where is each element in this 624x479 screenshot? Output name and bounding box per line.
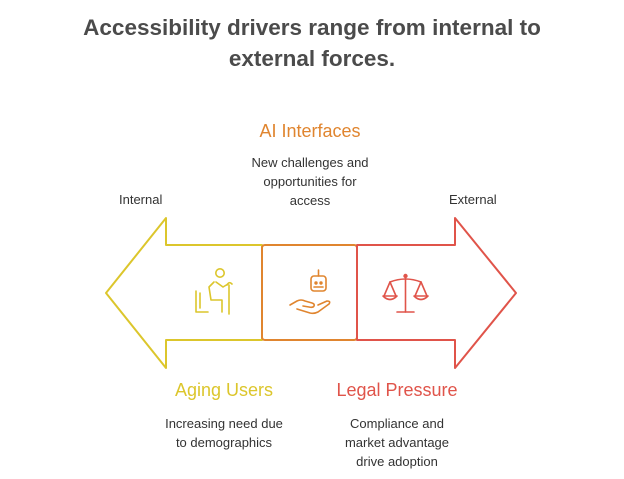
external-end-label: External: [449, 192, 497, 207]
robot-on-hand-icon: [289, 269, 331, 315]
driver-description-ai-interfaces: New challenges and opportunities for acc…: [210, 153, 410, 210]
elderly-person-with-cane-icon: [195, 267, 233, 315]
description-line: access: [289, 193, 331, 208]
title-line-2: external forces.: [228, 46, 396, 71]
description-line: market advantage: [344, 435, 450, 450]
title-line-1: Accessibility drivers range from interna…: [83, 15, 541, 40]
description-line: opportunities for: [263, 174, 357, 189]
driver-heading-ai-interfaces: AI Interfaces: [259, 121, 361, 141]
description-line: to demographics: [175, 435, 273, 450]
driver-heading-aging-users: Aging Users: [174, 380, 274, 400]
diagram-title: Accessibility drivers range from interna…: [40, 12, 584, 74]
middle-segment: [261, 244, 358, 341]
driver-description-aging-users: Increasing need due to demographics: [124, 414, 324, 452]
driver-heading-legal-pressure: Legal Pressure: [336, 380, 458, 400]
right-arrowhead: [356, 217, 517, 369]
balance-scale-icon: [382, 273, 429, 313]
driver-description-legal-pressure: Compliance and market advantage drive ad…: [297, 414, 497, 471]
description-line: drive adoption: [356, 454, 438, 469]
internal-end-label: Internal: [119, 192, 163, 207]
description-line: New challenges and: [251, 155, 369, 170]
description-line: Increasing need due: [165, 416, 283, 431]
description-line: Compliance and: [350, 416, 444, 431]
left-arrowhead: [105, 217, 263, 369]
